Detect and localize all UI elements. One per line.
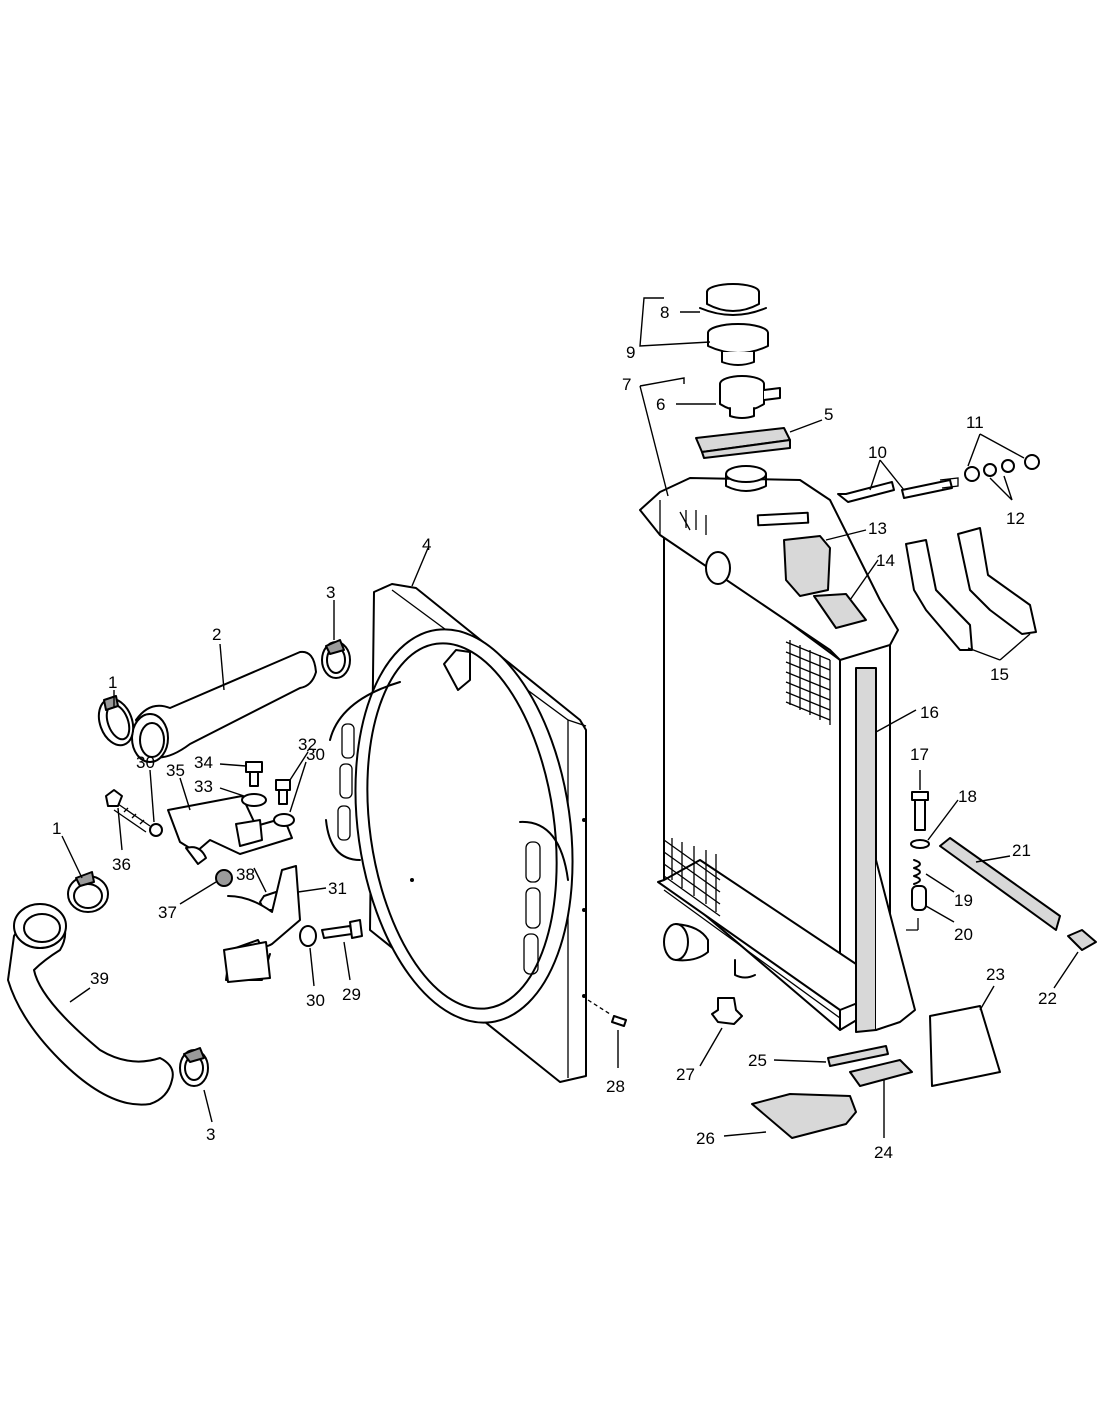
strip-25 [827,1045,889,1067]
radiator-cap [699,283,769,366]
callout-21: 21 [1012,841,1031,860]
callout-19: 19 [954,891,973,910]
drain-cock [711,997,743,1025]
callout-14: 14 [876,551,895,570]
callout-39: 39 [90,969,109,988]
leader-lines [61,297,1079,1138]
callout-1-lower: 1 [52,819,61,838]
callout-27: 27 [676,1065,695,1084]
callout-23: 23 [986,965,1005,984]
callout-32: 32 [298,735,317,754]
callout-31: 31 [328,879,347,898]
callout-9: 9 [626,343,635,362]
pad-26 [751,1093,857,1139]
callout-16: 16 [920,703,939,722]
bracket-35 [167,795,293,865]
callout-10: 10 [868,443,887,462]
filler-neck [719,375,781,419]
callout-30-right: 30 [306,745,325,764]
callout-20: 20 [954,925,973,944]
callout-30-bottom: 30 [306,991,325,1010]
bolt-36 [105,789,151,833]
hose-clamp-1-upper [97,695,135,747]
callout-29: 29 [342,985,361,1004]
callout-5: 5 [824,405,833,424]
callout-8: 8 [660,303,669,322]
callout-7: 7 [622,375,631,394]
callout-1-upper: 1 [108,673,117,692]
hose-clamp-1-lower [67,871,109,913]
callout-37: 37 [158,903,177,922]
callout-3-lower: 3 [206,1125,215,1144]
fan-shroud [325,583,587,1083]
washer-30-right [273,813,295,827]
upper-hose [131,650,317,763]
bolt-32 [275,779,291,805]
callout-13: 13 [868,519,887,538]
callout-3-upper: 3 [326,583,335,602]
callout-2: 2 [212,625,221,644]
callout-15: 15 [990,665,1009,684]
callout-34: 34 [194,753,213,772]
hose-clamp-3-upper [321,639,351,679]
callout-25: 25 [748,1051,767,1070]
mount-hardware [906,791,930,931]
callout-4: 4 [422,535,431,554]
mounting-straps [905,527,1037,651]
hose-clamp-3-lower [179,1047,209,1087]
callout-30-left: 30 [136,753,155,772]
lower-hose [7,903,174,1106]
screw-28 [587,999,627,1027]
washer-33 [241,793,267,807]
bolt-29 [321,919,363,939]
callout-11: 11 [966,413,984,432]
radiator-core [639,465,916,1033]
callout-35: 35 [166,761,185,780]
pad-24 [849,1059,913,1087]
callout-6: 6 [656,395,665,414]
washer-30-bottom [299,925,317,947]
callout-22: 22 [1038,989,1057,1008]
callout-28: 28 [606,1077,625,1096]
pad-5 [695,427,791,459]
clip-22 [1067,929,1097,951]
bolt-34 [245,761,263,787]
callout-labels: 1 1 2 3 3 4 5 6 7 8 9 10 11 12 13 14 15 … [52,303,1057,1162]
callout-26: 26 [696,1129,715,1148]
support-bar [939,837,1061,931]
washer-30-left [149,823,163,837]
callout-12: 12 [1006,509,1025,528]
callout-18: 18 [958,787,977,806]
callout-36: 36 [112,855,131,874]
callout-33: 33 [194,777,213,796]
tie-rod [837,454,1040,503]
callout-17: 17 [910,745,929,764]
panel-23 [929,1005,1001,1087]
nut-37 [215,869,233,887]
callout-38: 38 [236,865,255,884]
callout-24: 24 [874,1143,893,1162]
bracket-31 [223,865,301,983]
